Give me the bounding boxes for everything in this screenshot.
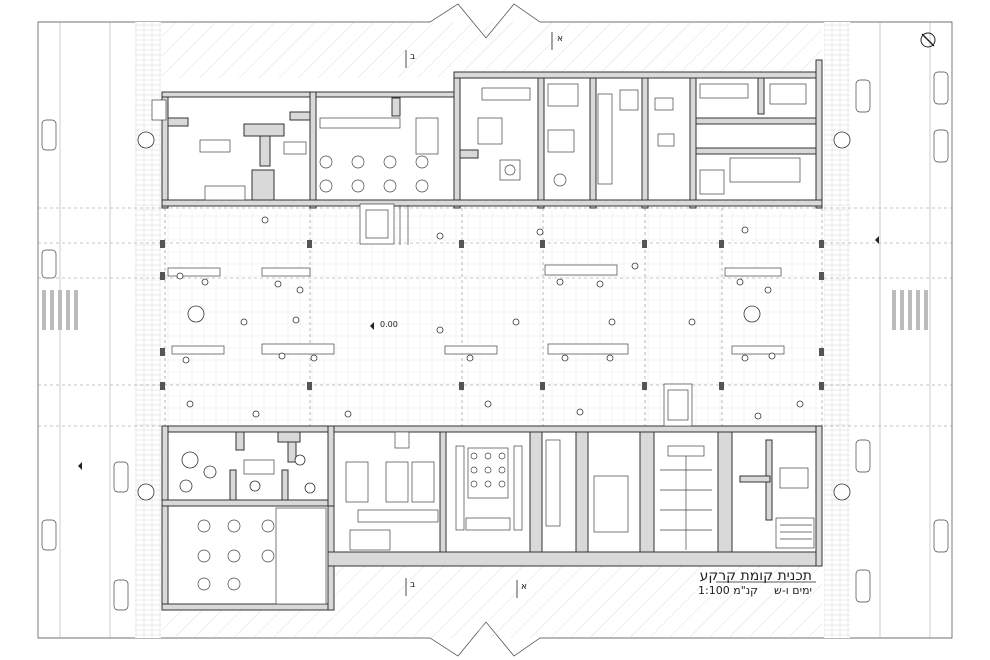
section-a-bottom: א — [521, 582, 528, 592]
south-building — [161, 425, 823, 611]
south-stair — [663, 383, 693, 427]
drawing-subtitle: ימים ו-ש — [774, 584, 812, 597]
section-markers — [78, 32, 879, 598]
section-b-bottom: ב — [410, 580, 416, 590]
crosswalk-right — [892, 290, 928, 330]
central-plaza — [38, 207, 952, 427]
drawing-scale: קנ"מ 1:100 — [698, 584, 758, 597]
north-arrow-icon — [920, 32, 936, 48]
sidewalks — [135, 22, 850, 638]
level-mark: 0.00 — [380, 320, 398, 329]
north-stair — [359, 203, 409, 245]
section-a-top: א — [557, 34, 564, 44]
crosswalk-left — [42, 290, 78, 330]
section-b-top: ב — [410, 52, 416, 62]
north-building — [151, 59, 823, 209]
street-trees — [137, 131, 851, 501]
plaza-columns — [160, 240, 824, 390]
drawing-title: תכנית קומת קרקע — [699, 568, 812, 584]
sheet-frame — [37, 3, 953, 657]
site-hatch — [162, 22, 822, 638]
market-stalls — [167, 216, 804, 420]
street-left — [41, 22, 129, 638]
street-right — [855, 22, 949, 638]
